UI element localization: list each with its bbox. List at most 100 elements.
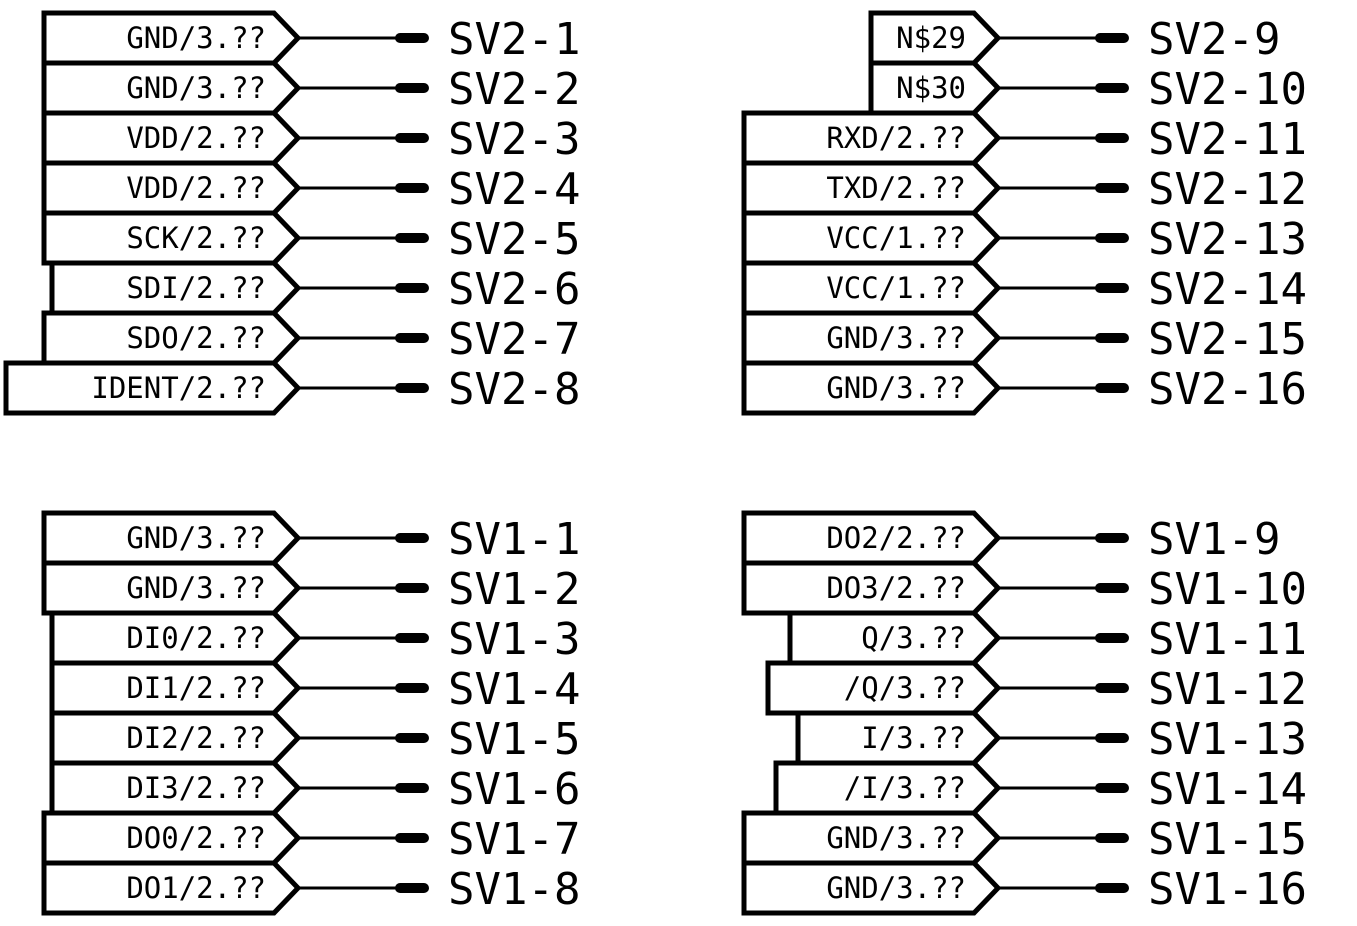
net-label: DI3/2.?? (126, 771, 266, 805)
net-label: SDO/2.?? (126, 321, 266, 355)
pin-name: SV1-7 (448, 814, 580, 865)
pin-name: SV2-8 (448, 364, 580, 415)
net-flag (741, 810, 1002, 866)
pin-row: DO1/2.??SV1-8 (41, 860, 580, 916)
pin-row: DO3/2.?? SV1-10 (741, 560, 1307, 616)
pin-row: VCC/1.?? SV2-14 (741, 260, 1307, 316)
pin-name: SV2-14 (1148, 264, 1307, 315)
pin-name: SV1-6 (448, 764, 580, 815)
net-flag (741, 860, 1002, 916)
net-flag (49, 260, 302, 316)
pin-row: VDD/2.?? SV2-4 (41, 160, 580, 216)
pin-row: DO0/2.?? SV1-7 (41, 810, 580, 866)
net-flag (3, 360, 302, 416)
pin-name: SV1-3 (448, 614, 580, 665)
pin-row: I/3.?? SV1-13 (795, 710, 1307, 766)
net-flag (795, 710, 1002, 766)
net-flag (868, 60, 1002, 116)
pin-row: GND/3.?? SV2-2 (41, 60, 580, 116)
pin-row: GND/3.?? SV1-16 (741, 860, 1307, 916)
net-flag (741, 510, 1002, 566)
net-label: DI0/2.?? (126, 621, 266, 655)
pin-name: SV1-5 (448, 714, 580, 765)
pin-row: GND/3.??SV2-1 (41, 10, 580, 66)
net-flag (773, 760, 1002, 816)
pin-row: GND/3.??SV1-2 (41, 560, 580, 616)
net-label: N$30 (896, 71, 966, 105)
net-label: /Q/3.?? (844, 671, 966, 705)
net-label: /I/3.?? (844, 771, 966, 805)
pin-name: SV2-5 (448, 214, 580, 265)
net-flag (41, 560, 302, 616)
connector-sv2-pins-1-8: GND/3.??SV2-1GND/3.??SV2-2VDD/2.??SV2-3V… (3, 10, 580, 416)
net-label: GND/3.?? (126, 521, 266, 555)
pin-name: SV1-15 (1148, 814, 1307, 865)
net-label: GND/3.?? (826, 821, 966, 855)
pin-row: GND/3.?? SV1-1 (41, 510, 580, 566)
pin-name: SV2-3 (448, 114, 580, 165)
net-label: DO2/2.?? (826, 521, 966, 555)
pin-row: DI2/2.?? SV1-5 (49, 710, 580, 766)
pin-name: SV2-11 (1148, 114, 1307, 165)
pin-row: IDENT/2.?? SV2-8 (3, 360, 580, 416)
net-label: SDI/2.?? (126, 271, 266, 305)
pin-name: SV2-4 (448, 164, 580, 215)
net-label: DO3/2.?? (826, 571, 966, 605)
pin-name: SV2-2 (448, 64, 580, 115)
pin-row: SDI/2.??SV2-6 (49, 260, 580, 316)
connector-sv1-pins-1-8: GND/3.??SV1-1GND/3.??SV1-2DI0/2.??SV1-3D… (41, 510, 580, 916)
net-label: VDD/2.?? (126, 171, 266, 205)
net-flag (49, 710, 302, 766)
pin-name: SV1-16 (1148, 864, 1307, 915)
net-label: DO0/2.?? (126, 821, 266, 855)
pin-name: SV1-9 (1148, 514, 1280, 565)
net-flag (741, 160, 1002, 216)
net-label: DI2/2.?? (126, 721, 266, 755)
pin-row: DI3/2.?? SV1-6 (49, 760, 580, 816)
net-label: GND/3.?? (826, 871, 966, 905)
pin-name: SV1-2 (448, 564, 580, 615)
net-label: Q/3.?? (861, 621, 966, 655)
net-label: DI1/2.?? (126, 671, 266, 705)
net-flag (49, 610, 302, 666)
pin-row: GND/3.??SV2-15 (741, 310, 1307, 366)
net-label: I/3.?? (861, 721, 966, 755)
net-flag (49, 760, 302, 816)
net-flag (765, 660, 1002, 716)
pin-row: GND/3.??SV2-16 (741, 360, 1307, 416)
net-label: VCC/1.?? (826, 221, 966, 255)
pin-row: DI1/2.??SV1-4 (49, 660, 580, 716)
net-label: DO1/2.?? (126, 871, 266, 905)
net-flag (41, 510, 302, 566)
net-flag (787, 610, 1002, 666)
pin-row: Q/3.?? SV1-11 (787, 610, 1307, 666)
net-label: VDD/2.?? (126, 121, 266, 155)
pin-name: SV1-11 (1148, 614, 1307, 665)
net-flag (41, 210, 302, 266)
net-flag (741, 110, 1002, 166)
pin-name: SV1-1 (448, 514, 580, 565)
pin-name: SV1-10 (1148, 564, 1307, 615)
pin-name: SV2-10 (1148, 64, 1307, 115)
net-flag (41, 310, 302, 366)
net-flag (741, 310, 1002, 366)
pin-row: VDD/2.?? SV2-3 (41, 110, 580, 166)
pin-row: VCC/1.?? SV2-13 (741, 210, 1307, 266)
pin-name: SV1-12 (1148, 664, 1307, 715)
pin-row: DO2/2.?? SV1-9 (741, 510, 1280, 566)
pin-name: SV2-13 (1148, 214, 1307, 265)
net-flag (49, 660, 302, 716)
net-flag (41, 810, 302, 866)
pin-name: SV1-13 (1148, 714, 1307, 765)
net-label: VCC/1.?? (826, 271, 966, 305)
pin-name: SV2-1 (448, 14, 580, 65)
net-flag (868, 10, 1002, 66)
net-label: IDENT/2.?? (91, 371, 266, 405)
net-flag (41, 60, 302, 116)
pin-name: SV2-15 (1148, 314, 1307, 365)
pin-name: SV1-14 (1148, 764, 1307, 815)
net-label: GND/3.?? (126, 71, 266, 105)
